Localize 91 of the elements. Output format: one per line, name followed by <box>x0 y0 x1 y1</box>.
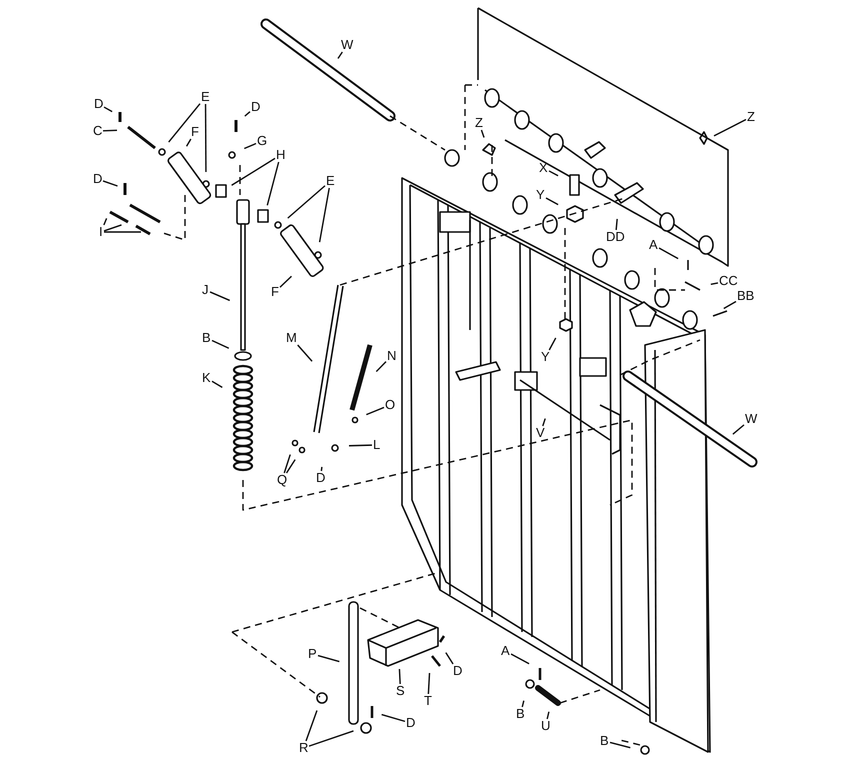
callout-letter: A <box>500 644 511 658</box>
leader-line <box>318 188 330 242</box>
leader-line <box>610 742 630 748</box>
leader-line <box>297 344 313 362</box>
leader-line <box>204 104 207 172</box>
callout-letter: J <box>201 283 210 297</box>
callout-letter: W <box>340 38 354 52</box>
callout-letter: E <box>325 174 336 188</box>
callout-letter: B <box>515 707 526 721</box>
leader-line <box>102 180 118 187</box>
callout-letter: B <box>201 331 212 345</box>
callout-letter: R <box>298 741 310 755</box>
callout-letter: DD <box>605 230 626 244</box>
callout-letter: B <box>599 734 610 748</box>
leader-line <box>348 444 372 446</box>
leader-line <box>244 111 250 117</box>
leader-line <box>212 380 223 388</box>
callout-letter: F <box>270 285 280 299</box>
leader-line <box>615 218 618 230</box>
callout-letter: L <box>372 438 382 452</box>
callout-letter: BB <box>736 289 756 303</box>
callout-letter: W <box>744 412 758 426</box>
leader-line <box>480 130 485 138</box>
callout-letter: Y <box>540 350 551 364</box>
callout-letter: P <box>307 647 318 661</box>
leader-line <box>104 231 141 233</box>
leader-line <box>212 340 230 349</box>
callout-letter: Z <box>474 116 484 130</box>
callout-letter: D <box>92 172 104 186</box>
callout-letter: F <box>190 125 200 139</box>
leader-line <box>546 712 550 720</box>
callout-letter: V <box>535 426 546 440</box>
leader-line <box>104 106 112 112</box>
leader-line <box>318 654 340 662</box>
leader-line <box>428 672 430 694</box>
callout-letter: M <box>285 331 298 345</box>
leader-line <box>510 653 530 664</box>
leader-line <box>542 418 546 426</box>
callout-letter: Q <box>276 473 288 487</box>
leader-line <box>710 282 718 286</box>
callout-letter: Y <box>535 188 546 202</box>
leader-line <box>376 361 386 372</box>
callout-letter: H <box>275 148 286 162</box>
leader-line <box>445 652 454 664</box>
leader-line <box>732 424 744 435</box>
callout-letter: U <box>540 719 552 733</box>
leader-line <box>305 710 318 742</box>
leader-line <box>186 138 192 147</box>
leader-line <box>210 291 230 302</box>
leader-line <box>723 300 736 310</box>
leader-line <box>366 406 384 416</box>
leader-line <box>231 158 276 186</box>
leader-line <box>714 118 746 137</box>
callout-letter: O <box>384 398 396 412</box>
callout-letter: A <box>648 238 659 252</box>
leader-line <box>546 197 558 206</box>
leader-line <box>287 185 326 219</box>
leader-line <box>381 714 406 722</box>
callout-letter: D <box>250 100 262 114</box>
leader-line <box>548 170 558 176</box>
callout-letter: D <box>405 716 416 730</box>
callout-letter: X <box>538 161 549 175</box>
leader-line <box>337 52 343 59</box>
callout-letter: CC <box>718 274 739 288</box>
callout-letter: I <box>98 225 104 239</box>
leader-line <box>286 459 296 474</box>
callout-letter: Z <box>746 110 756 124</box>
leader-line <box>548 338 556 350</box>
callout-letter: D <box>452 664 464 678</box>
callout-letter: G <box>256 134 268 148</box>
callout-letter: D <box>93 97 104 111</box>
leader-line <box>103 218 108 226</box>
leader-line <box>658 247 678 260</box>
callout-letter: K <box>201 371 212 385</box>
callout-letter: E <box>200 90 211 104</box>
leader-line <box>284 454 291 474</box>
leader-line <box>102 130 118 132</box>
leader-line <box>308 730 354 747</box>
leader-line <box>266 162 280 206</box>
leader-line <box>398 668 401 684</box>
callout-letter: C <box>92 124 104 138</box>
leader-line <box>104 224 122 232</box>
callout-letter: D <box>315 471 326 485</box>
callout-letter: S <box>395 684 406 698</box>
leader-line <box>244 142 256 150</box>
leader-line <box>280 276 292 288</box>
leader-line <box>522 700 524 708</box>
callout-letter: T <box>423 694 433 708</box>
callout-letter: N <box>386 349 398 363</box>
leader-line <box>168 103 201 142</box>
leader-line <box>320 466 323 472</box>
